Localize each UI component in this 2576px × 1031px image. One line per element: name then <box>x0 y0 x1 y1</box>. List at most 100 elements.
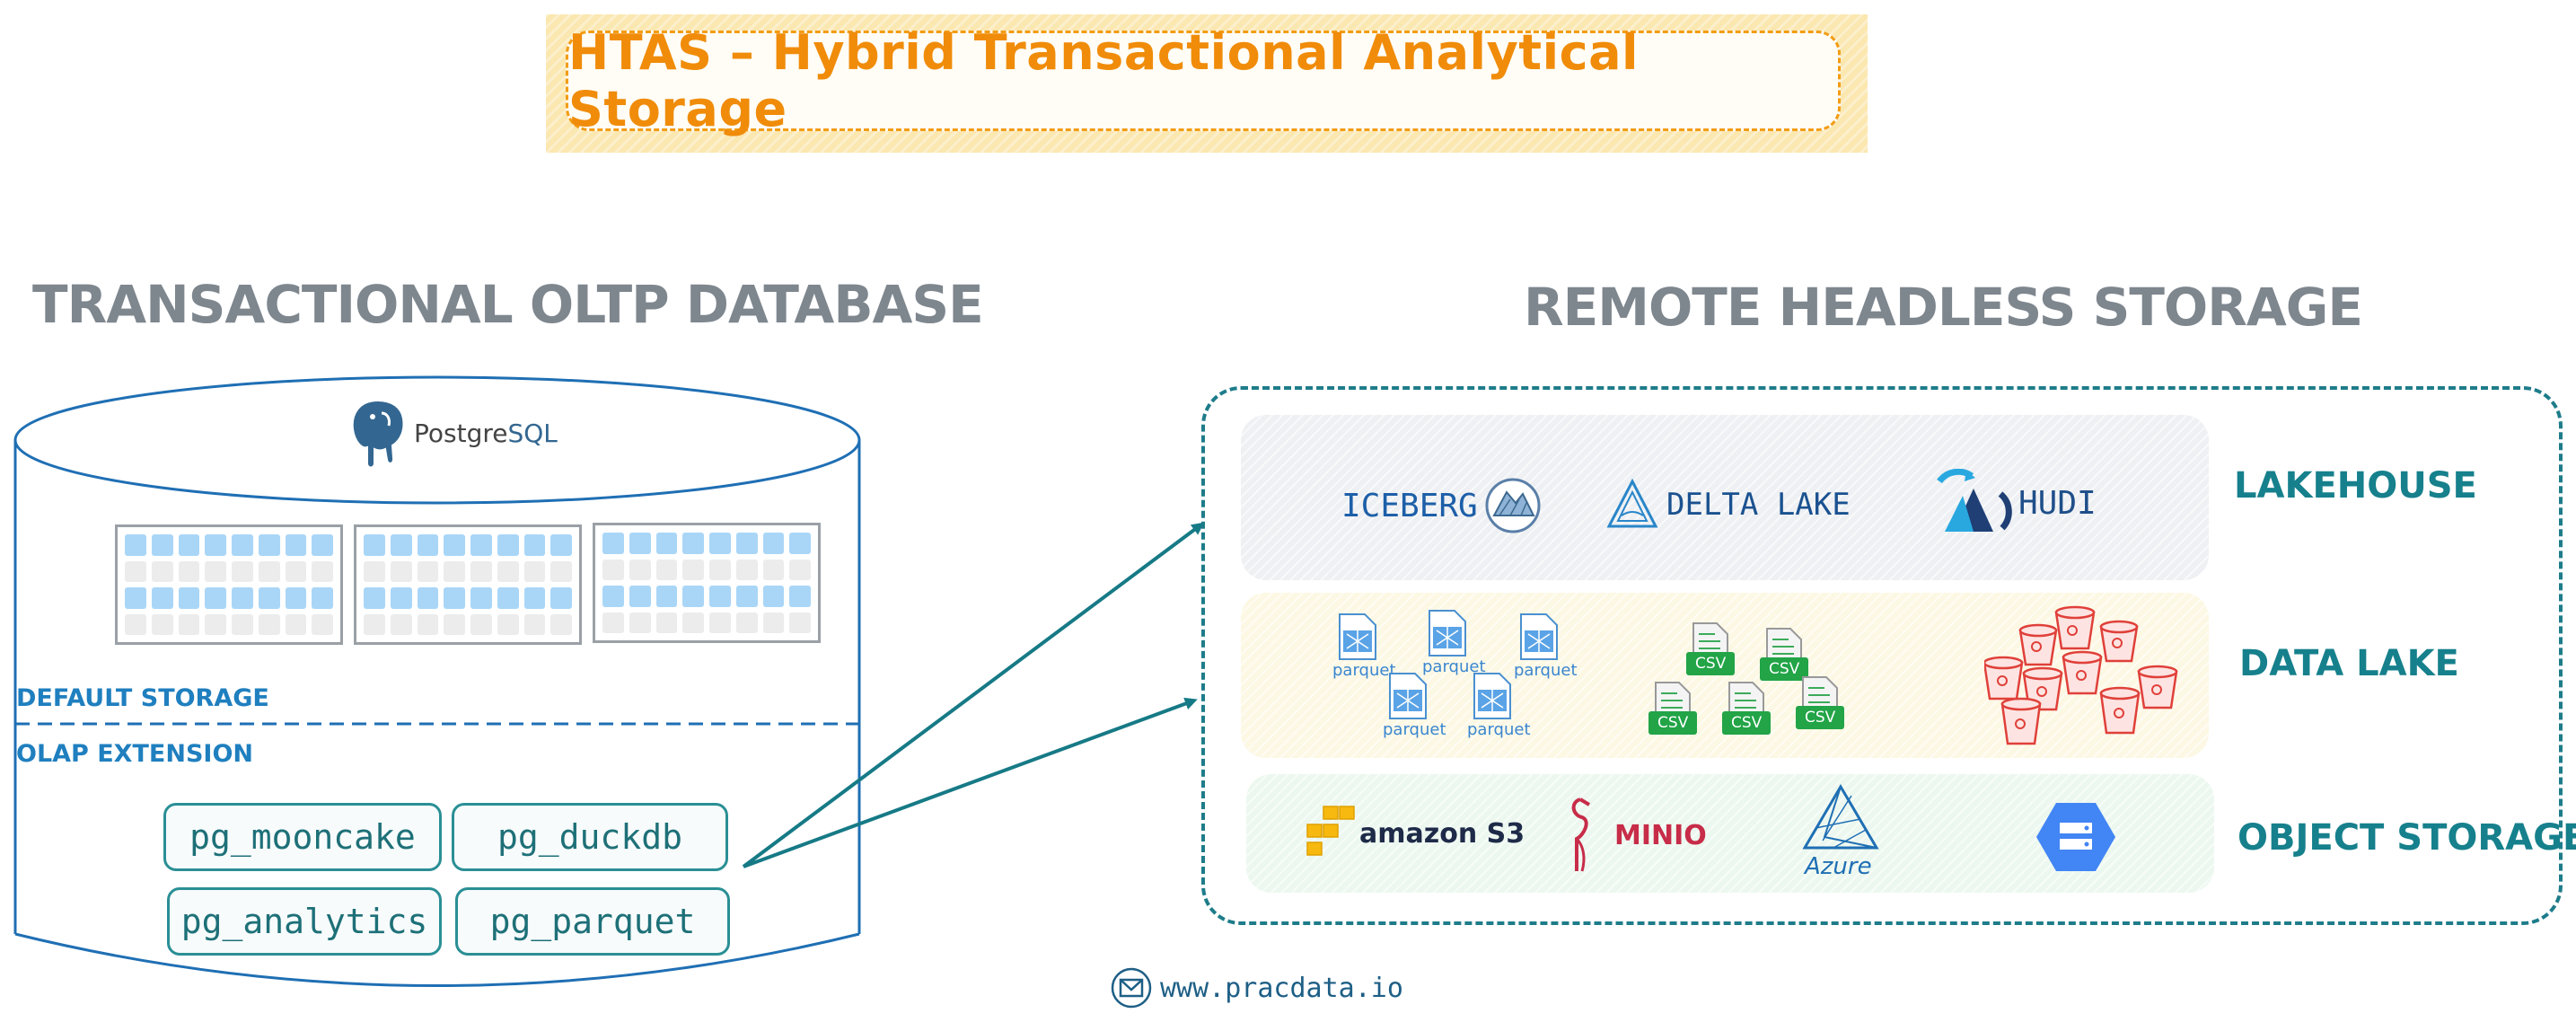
postgres-elephant-icon <box>351 399 405 469</box>
azure-icon <box>1802 784 1879 850</box>
parquet-file-3: parquet <box>1514 611 1578 680</box>
postgres-text-b: SQL <box>507 418 558 448</box>
table-cell <box>682 533 704 554</box>
remote-storage-container <box>1201 386 2563 925</box>
lakehouse-band <box>1241 415 2209 580</box>
parquet-file-5: parquet <box>1467 670 1531 739</box>
table-cell <box>682 559 704 580</box>
csv-file-1: CSV <box>1684 621 1738 681</box>
bucket-cluster <box>1984 605 2178 745</box>
minio-text: MINIO <box>1614 819 1707 851</box>
footer-link[interactable]: www.pracdata.io <box>1160 972 1403 1004</box>
table-cell <box>497 587 519 609</box>
pg-parquet-button[interactable]: pg_parquet <box>455 887 730 956</box>
minio-bird-icon <box>1571 797 1591 872</box>
table-cell <box>655 559 678 580</box>
delta-lake-text: DELTA LAKE <box>1666 487 1851 523</box>
table-cell <box>735 586 758 607</box>
table-cell <box>709 586 731 607</box>
table-cell <box>258 534 280 556</box>
csv-file-icon <box>1796 676 1844 729</box>
table-cell <box>285 613 307 635</box>
csv-file-icon <box>1722 682 1771 735</box>
pg-analytics-button[interactable]: pg_analytics <box>167 887 442 956</box>
parquet-label-5: parquet <box>1467 720 1531 739</box>
csv-file-icon <box>1760 628 1808 681</box>
csv-file-3: CSV <box>1647 681 1701 740</box>
title-frame: HTAS – Hybrid Transactional Analytical S… <box>566 24 1841 137</box>
title-banner: HTAS – Hybrid Transactional Analytical S… <box>546 14 1868 153</box>
table-grid-2 <box>364 534 572 635</box>
table-cell <box>789 586 811 607</box>
table-cell <box>709 559 731 580</box>
parquet-file-icon <box>1429 610 1466 656</box>
csv-label-5: CSV <box>1805 709 1836 727</box>
amazon-s3-text: amazon S3 <box>1359 817 1525 850</box>
pg-mooncake-button[interactable]: pg_mooncake <box>163 803 442 871</box>
arrow-to-datalake <box>743 697 1198 868</box>
iceberg-icon <box>1485 478 1541 533</box>
table-cell <box>417 560 439 582</box>
database-cylinder <box>13 375 861 987</box>
table-cell <box>444 534 465 556</box>
csv-file-icon <box>1686 622 1735 675</box>
table-cell <box>364 613 385 635</box>
table-cell <box>390 613 412 635</box>
csv-file-2: CSV <box>1758 627 1812 686</box>
olap-extension-label: OLAP EXTENSION <box>16 740 254 768</box>
table-cell <box>178 560 200 582</box>
csv-files: CSV CSV CSV CSV CSV <box>1643 621 1859 747</box>
table-cell <box>444 587 465 609</box>
table-cell <box>390 587 412 609</box>
table-cell <box>205 613 226 635</box>
table-cell <box>390 534 412 556</box>
table-cell <box>312 613 333 635</box>
table-cell <box>497 534 519 556</box>
parquet-label-2: parquet <box>1422 657 1486 676</box>
table-cell <box>151 534 173 556</box>
table-cell <box>709 612 731 633</box>
oltp-heading: TRANSACTIONAL OLTP DATABASE <box>32 274 984 335</box>
table-cell <box>550 534 572 556</box>
table-cell <box>151 587 173 609</box>
iceberg-text: ICEBERG <box>1341 487 1478 524</box>
amazon-s3-logo: amazon S3 <box>1304 805 1525 862</box>
hudi-text: HUDI <box>2018 484 2097 522</box>
delta-lake-icon <box>1606 478 1658 528</box>
parquet-label-1: parquet <box>1332 661 1396 680</box>
hudi-icon <box>1937 469 2012 532</box>
table-cell <box>629 612 651 633</box>
csv-label-4: CSV <box>1731 714 1763 732</box>
table-cell <box>258 560 280 582</box>
table-cell <box>523 560 546 582</box>
table-cell <box>682 612 704 633</box>
table-cell <box>655 612 678 633</box>
table-cell <box>232 534 253 556</box>
table-cell <box>550 613 572 635</box>
parquet-file-icon <box>1389 673 1427 719</box>
table-cell <box>735 533 758 554</box>
table-cell <box>417 587 439 609</box>
table-1 <box>115 524 343 645</box>
table-cell <box>205 560 226 582</box>
parquet-file-4: parquet <box>1383 670 1446 739</box>
pg-duckdb-button[interactable]: pg_duckdb <box>452 803 728 871</box>
table-cell <box>470 613 492 635</box>
parquet-file-2: parquet <box>1422 607 1486 676</box>
table-cell <box>602 533 624 554</box>
storage-heading: REMOTE HEADLESS STORAGE <box>1524 277 2363 338</box>
datalake-label: DATA LAKE <box>2239 643 2459 684</box>
lakehouse-label: LAKEHOUSE <box>2234 465 2477 507</box>
table-cell <box>232 560 253 582</box>
table-cell <box>151 613 173 635</box>
table-cell <box>470 587 492 609</box>
gcs-icon <box>2036 803 2115 871</box>
table-cell <box>789 533 811 554</box>
parquet-label-4: parquet <box>1383 720 1446 739</box>
table-cell <box>364 587 385 609</box>
table-cell <box>125 587 146 609</box>
table-cell <box>762 612 785 633</box>
mail-icon <box>1111 967 1152 1009</box>
table-cell <box>205 587 226 609</box>
